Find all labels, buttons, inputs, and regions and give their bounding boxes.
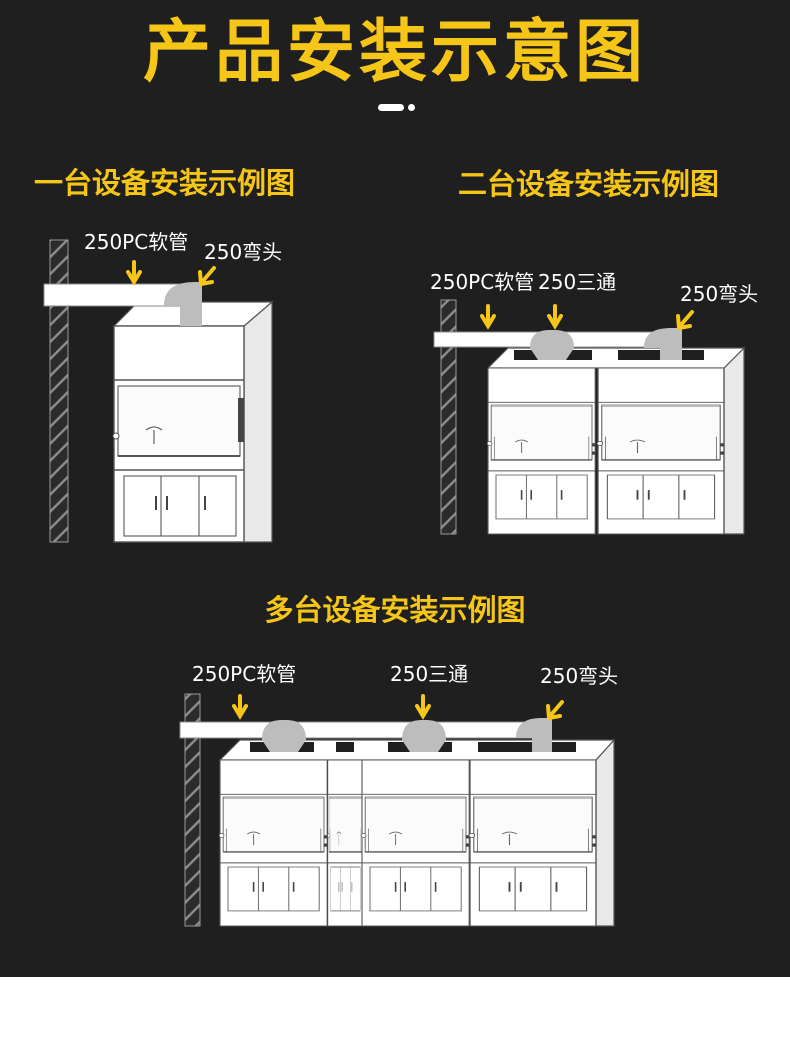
elbow-fitting [644,328,682,360]
hose-arrow [480,304,496,330]
label-elbow: 250弯头 [680,282,759,306]
page-title: 产品安装示意图 [142,13,647,92]
hose-duct [179,721,547,739]
section-title-two-units: 二台设备安装示例图 [458,167,720,201]
section-title-multi-units: 多台设备安装示例图 [264,593,526,627]
tee-fitting [530,330,574,360]
wall [440,299,457,535]
tee-arrow [415,694,431,720]
elbow-fitting [516,718,552,752]
label-tee: 250三通 [390,662,469,686]
one-unit-diagram [43,239,274,543]
label-hose: 250PC软管 [192,662,297,686]
label-tee: 250三通 [538,270,617,294]
wall [49,239,69,543]
title-underline-dot [408,104,415,111]
multi-units-diagram [179,693,616,927]
hose-arrow [232,694,248,720]
elbow-fitting [164,282,202,326]
label-hose: 250PC软管 [84,230,189,254]
label-elbow: 250弯头 [204,240,283,264]
section-title-one-unit: 一台设备安装示例图 [34,166,296,200]
elbow-arrow [198,266,216,287]
hose-duct [43,283,183,307]
elbow-arrow [546,700,564,721]
tee-fitting [402,720,446,752]
tee-fitting [262,720,306,752]
title-underline-dash [378,104,404,111]
elbow-arrow [676,310,694,331]
tee-arrow [547,304,563,330]
label-elbow: 250弯头 [540,664,619,688]
hose-arrow [126,260,142,286]
label-hose: 250PC软管 [430,270,535,294]
two-units-diagram [433,299,746,535]
wall [184,693,201,927]
